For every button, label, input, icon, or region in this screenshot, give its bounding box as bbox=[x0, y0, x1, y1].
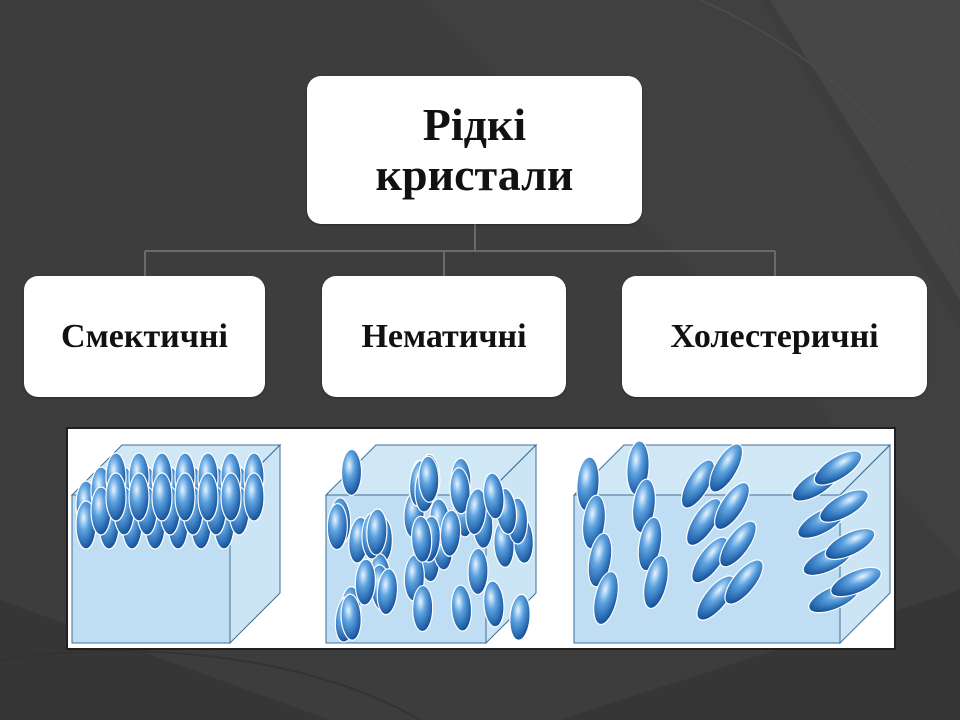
root-title-line-1: Рідкі bbox=[422, 99, 527, 151]
crystal-illustration-panel bbox=[66, 427, 896, 650]
child-label-cholesteric: Холестеричні bbox=[670, 317, 879, 355]
child-node-nematic: Нематичні bbox=[322, 276, 566, 397]
cholesteric-structure bbox=[572, 440, 892, 645]
child-label-nematic: Нематичні bbox=[361, 317, 527, 355]
smectic-structure bbox=[70, 443, 282, 645]
root-node: Рідкі кристали bbox=[307, 76, 642, 224]
crystal-structures-illustration bbox=[70, 440, 892, 645]
child-node-cholesteric: Холестеричні bbox=[622, 276, 927, 397]
root-title-line-2: кристали bbox=[375, 149, 574, 200]
child-label-smectic: Смектичні bbox=[61, 317, 228, 355]
child-node-smectic: Смектичні bbox=[24, 276, 265, 397]
nematic-structure bbox=[324, 443, 538, 645]
